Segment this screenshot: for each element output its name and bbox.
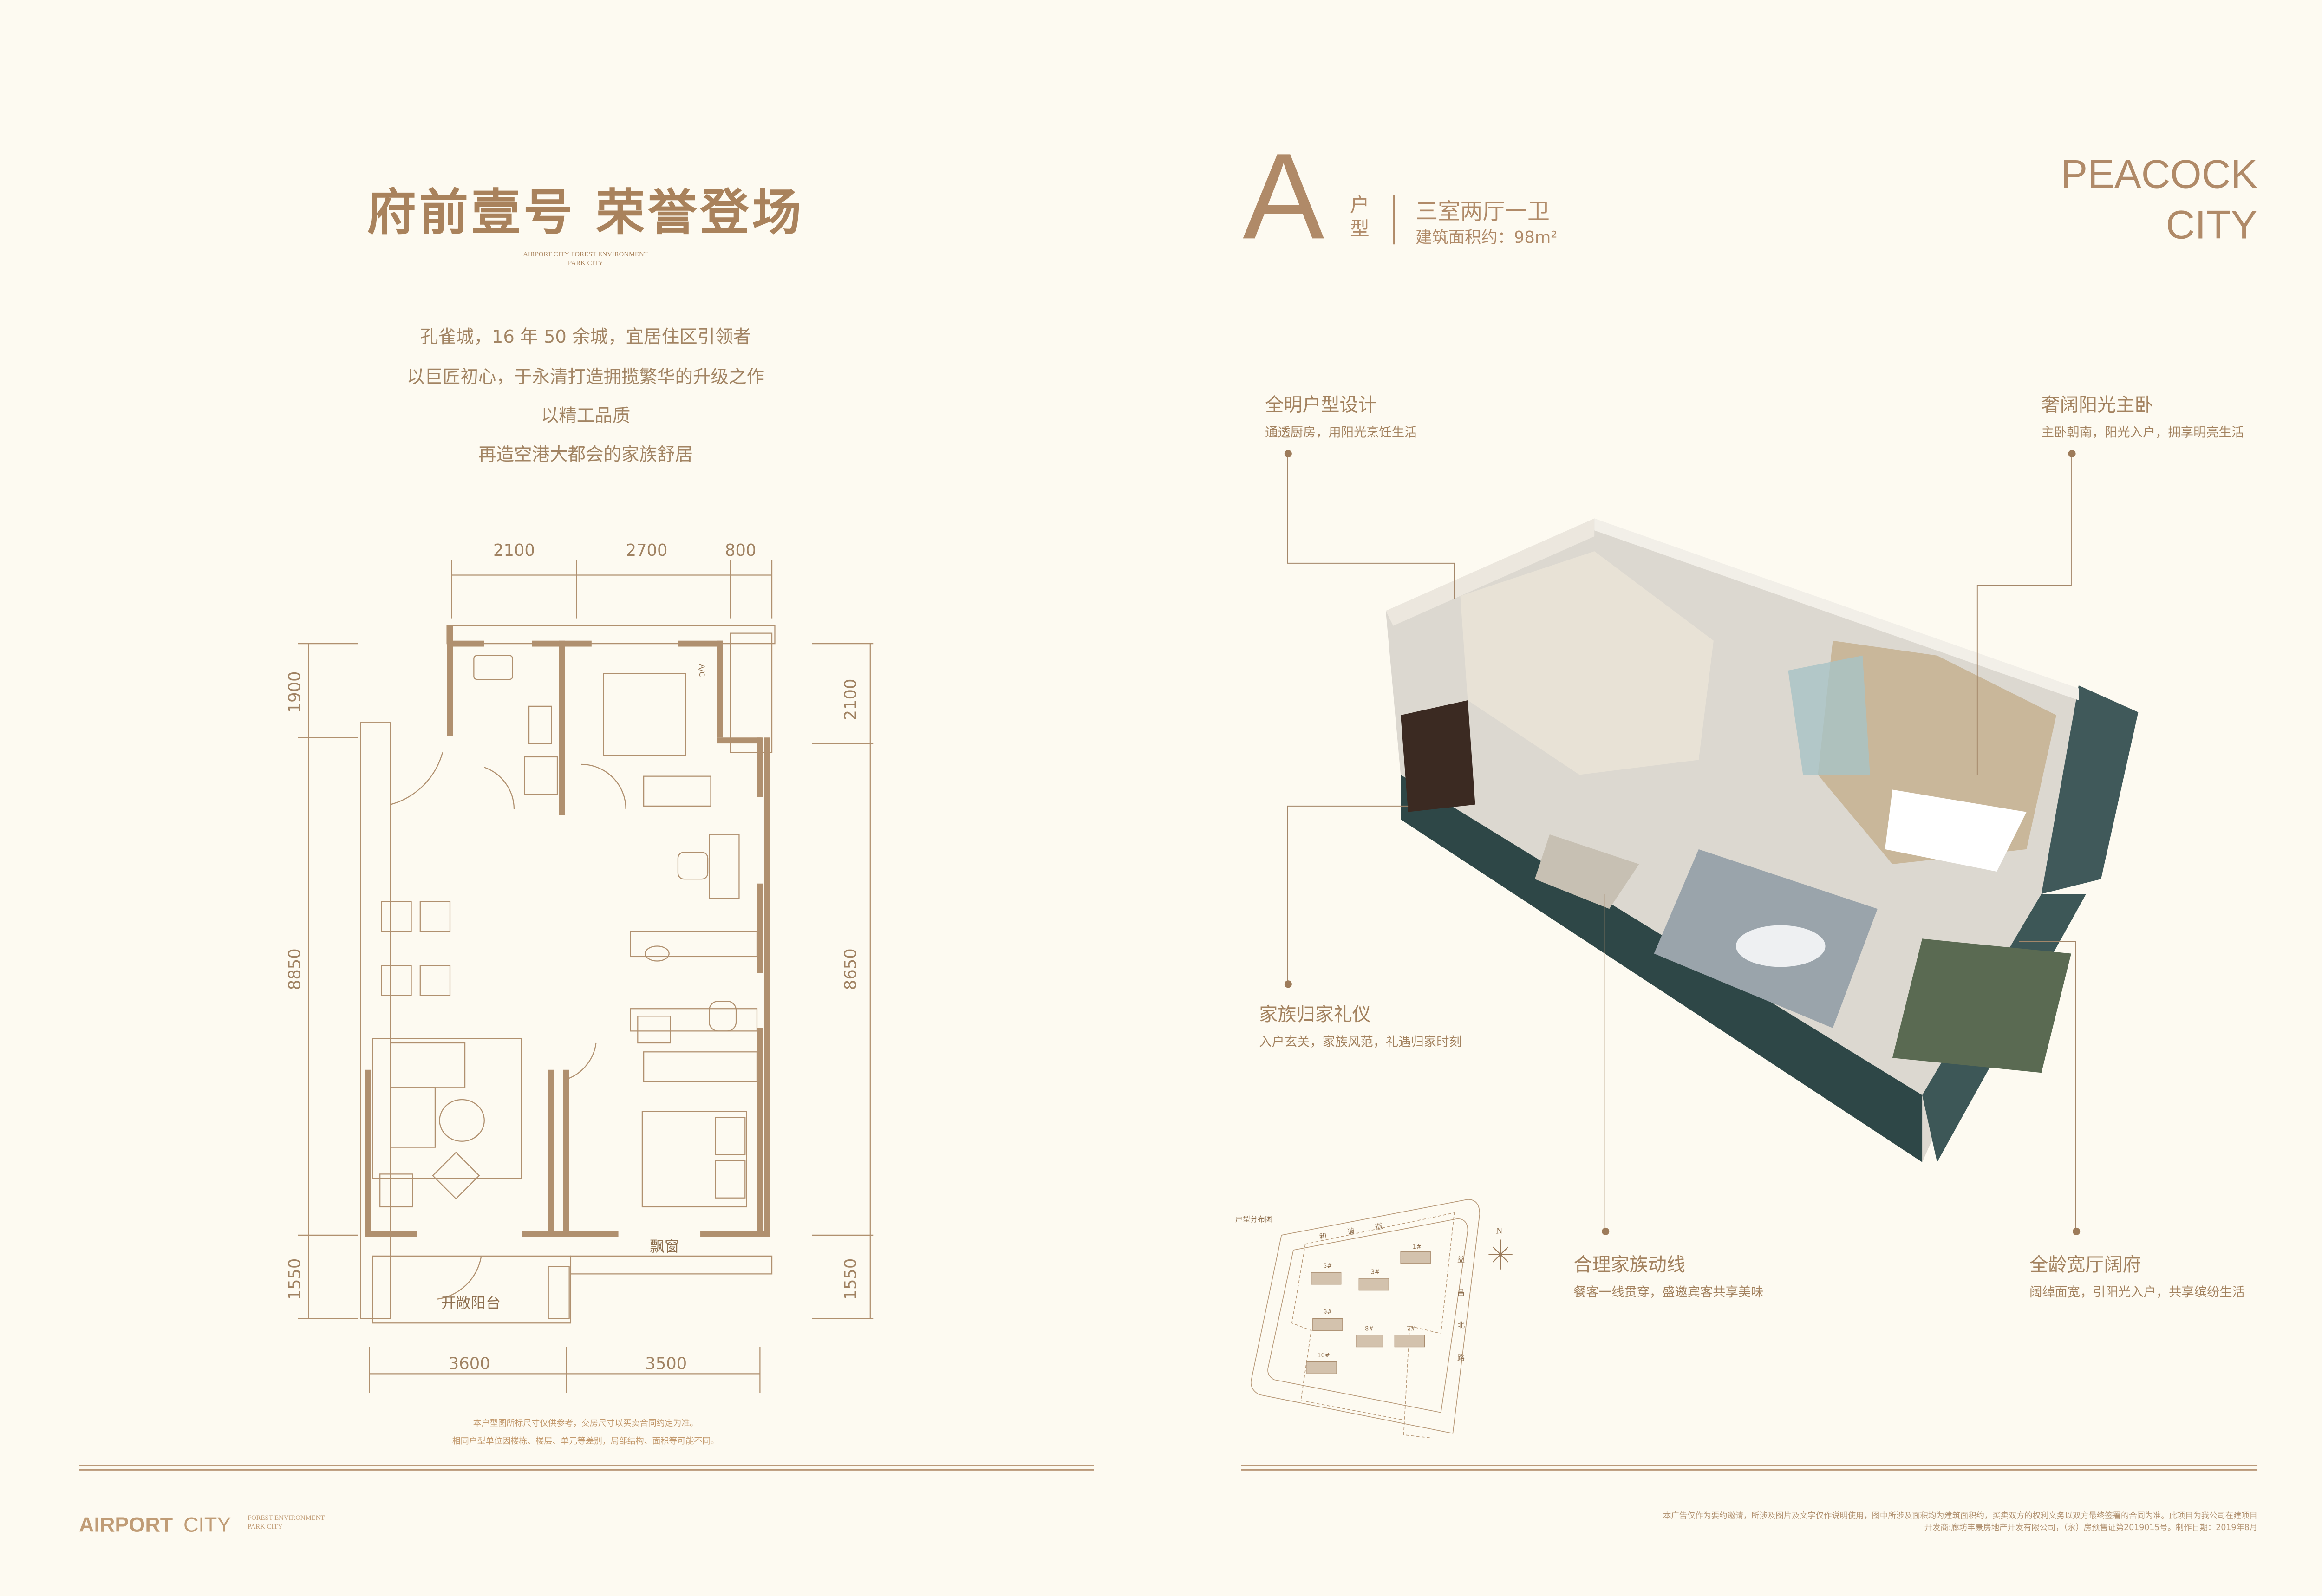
legal-line: 开发商:廊坊丰景房地产开发有限公司，（永）房预售证第2019015号。制作日期：… xyxy=(1924,1524,2258,1533)
callout-title: 全明户型设计 xyxy=(1265,393,1377,416)
logo-light: CITY xyxy=(183,1512,231,1537)
dim-top: 800 xyxy=(724,541,757,560)
divider xyxy=(1241,1469,2258,1471)
intro-line: 以精工品质 xyxy=(541,405,631,426)
subtitle-en-line2: PARK CITY xyxy=(567,259,603,267)
unit-letter: A xyxy=(1242,130,1324,266)
logo-tag: PARK CITY xyxy=(247,1523,283,1531)
legal-line: 本广告仅作为要约邀请，所涉及图片及文字仅作说明使用，图中所涉及面积均为建筑面积约… xyxy=(1663,1512,2258,1521)
site-map-title: 户型分布图 xyxy=(1235,1216,1273,1225)
callout-dot xyxy=(2073,1227,2081,1235)
callout-desc: 主卧朝南，阳光入户，拥享明亮生活 xyxy=(2041,426,2244,441)
dim-bottom: 3600 xyxy=(448,1354,490,1374)
dim-top: 2700 xyxy=(626,541,668,560)
callout-desc: 餐客一线贯穿，盛邀宾客共享美味 xyxy=(1573,1286,1764,1301)
floor-plan-disclaimer: 相同户型单位因楼栋、楼层、单元等差别，局部结构、面积等可能不同。 xyxy=(452,1438,719,1447)
unit-label: 户型 xyxy=(1350,195,1370,241)
callout-desc: 通透厨房，用阳光烹饪生活 xyxy=(1265,426,1417,441)
balcony-label: 开敞阳台 xyxy=(441,1296,501,1313)
dim-top: 2100 xyxy=(493,541,535,560)
intro-line: 再造空港大都会的家族舒居 xyxy=(478,444,693,465)
callout-dot xyxy=(2068,449,2076,458)
callout-title: 全龄宽厅阔府 xyxy=(2029,1253,2141,1276)
building-label: 9# xyxy=(1323,1308,1332,1316)
intro-line: 孔雀城，16 年 50 余城，宜居住区引领者 xyxy=(420,326,751,347)
callout-circulation: 合理家族动线 餐客一线贯穿，盛邀宾客共享美味 xyxy=(1573,1249,1763,1301)
unit-layout: 三室两厅一卫 xyxy=(1415,198,1550,225)
building-label: 1# xyxy=(1412,1242,1422,1251)
page-title: 府前壹号 荣誉登场 xyxy=(367,183,804,241)
render-front-wall xyxy=(1401,775,1923,1162)
callout-entrance: 家族归家礼仪 入户玄关，家族风范，礼遇归家时刻 xyxy=(1259,998,1461,1050)
callout-living-room: 全龄宽厅阔府 阔绰面宽，引阳光入户，共享缤纷生活 xyxy=(2029,1249,2245,1301)
callout-title: 合理家族动线 xyxy=(1573,1253,1685,1276)
building-label: 8# xyxy=(1365,1324,1374,1332)
unit-area: 建筑面积约：98m² xyxy=(1415,225,1557,248)
callout-dot xyxy=(1284,980,1292,988)
callout-title: 奢阔阳光主卧 xyxy=(2041,393,2153,416)
divider xyxy=(79,1465,1094,1466)
subtitle-en-line1: AIRPORT CITY FOREST ENVIRONMENT xyxy=(523,250,648,258)
callout-dot xyxy=(1284,449,1292,458)
callout-desc: 阔绰面宽，引阳光入户，共享缤纷生活 xyxy=(2029,1286,2245,1301)
building-label: 7# xyxy=(1406,1324,1415,1332)
divider xyxy=(79,1469,1094,1471)
building-label: 5# xyxy=(1323,1262,1332,1270)
area-value: 98m² xyxy=(1513,228,1558,248)
footer-logo: AIRPORT CITY FOREST ENVIRONMENT PARK CIT… xyxy=(79,1509,325,1537)
dim-bottom: 3500 xyxy=(645,1354,687,1374)
unit-divider xyxy=(1393,195,1395,245)
intro-line: 以巨匠初心，于永清打造拥揽繁华的升级之作 xyxy=(406,366,765,388)
logo-bold: AIRPORT xyxy=(79,1512,173,1537)
subtitle-en: AIRPORT CITY FOREST ENVIRONMENT PARK CIT… xyxy=(523,250,648,268)
road-label: 益昌北路 xyxy=(1457,1256,1465,1363)
building-label: 3# xyxy=(1370,1268,1380,1276)
callout-master-bedroom: 奢阔阳光主卧 主卧朝南，阳光入户，拥享明亮生活 xyxy=(2042,389,2244,441)
divider xyxy=(1241,1465,2258,1466)
callout-title: 家族归家礼仪 xyxy=(1259,1003,1371,1025)
building-label: 10# xyxy=(1317,1351,1330,1359)
brand-line1: PEACOCK xyxy=(2061,152,2258,197)
area-label: 建筑面积约： xyxy=(1415,228,1514,248)
legal-disclaimer: 本广告仅作为要约邀请，所涉及图片及文字仅作说明使用，图中所涉及面积均为建筑面积约… xyxy=(1663,1511,2257,1535)
callout-desc: 入户玄关，家族风范，礼遇归家时刻 xyxy=(1259,1035,1462,1051)
logo-tag: FOREST ENVIRONMENT xyxy=(247,1513,325,1521)
callout-bright-layout: 全明户型设计 通透厨房，用阳光烹饪生活 xyxy=(1265,389,1417,441)
callout-dot xyxy=(1602,1227,1610,1235)
floor-plan-disclaimer: 本户型图所标尺寸仅供参考，交房尺寸以买卖合同约定为准。 xyxy=(473,1420,698,1429)
brand-line2: CITY xyxy=(2165,202,2258,248)
north-label: N xyxy=(1496,1227,1503,1237)
bay-window-label: 飘窗 xyxy=(649,1239,680,1256)
brand-name: PEACOCK CITY xyxy=(2061,149,2257,250)
